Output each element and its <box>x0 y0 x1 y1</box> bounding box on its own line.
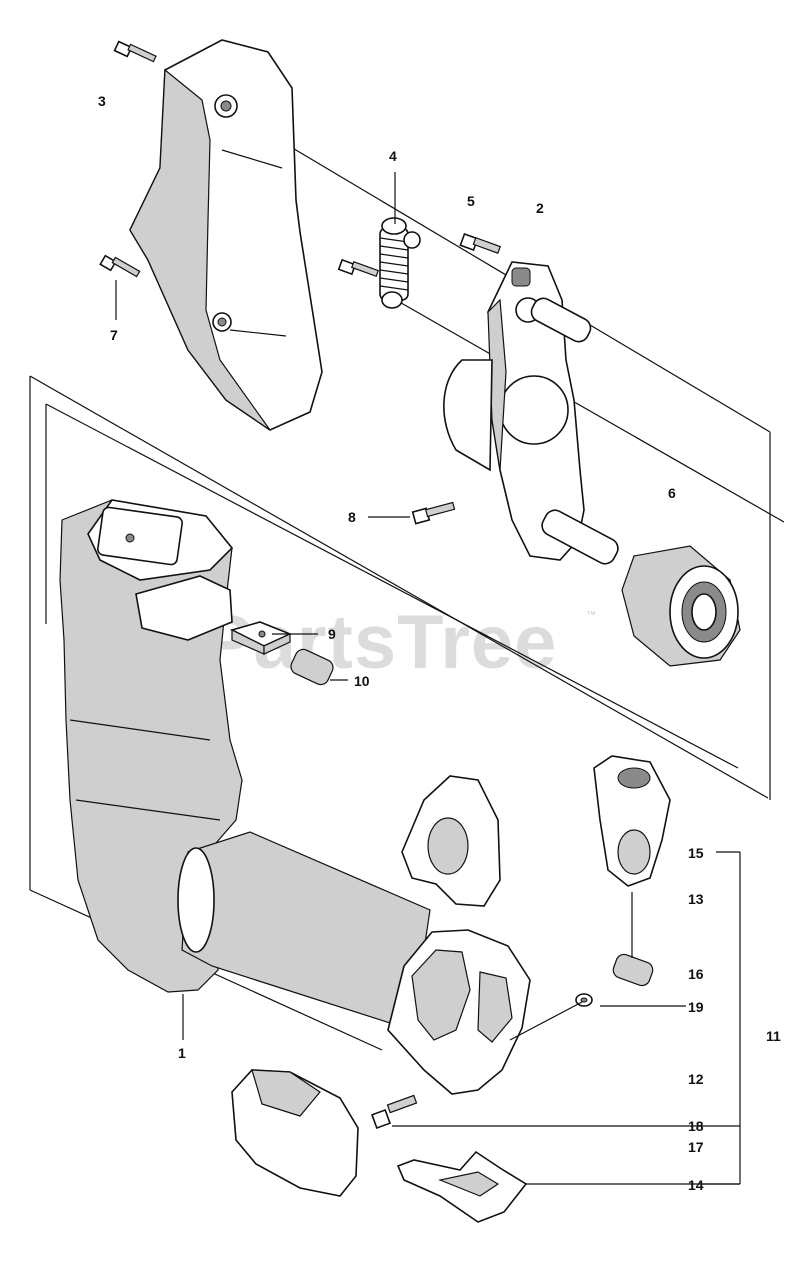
lever-part-2 <box>443 261 619 565</box>
screw-part-8 <box>411 501 456 525</box>
spring-part-4 <box>379 217 421 309</box>
label-15: 15 <box>688 845 704 861</box>
label-1: 1 <box>178 1045 186 1061</box>
nut-part-9 <box>229 621 293 655</box>
screw-part-18 <box>371 1094 418 1129</box>
label-3: 3 <box>98 93 106 109</box>
label-9: 9 <box>328 626 336 642</box>
label-8: 8 <box>348 509 356 525</box>
collar-part-6 <box>621 545 741 667</box>
screw-part-4-side <box>337 258 380 278</box>
clamp-lower-bracket <box>387 929 531 1095</box>
label-19: 19 <box>688 999 704 1015</box>
callout-labels: 3 4 5 2 7 6 8 9 10 15 13 16 19 1 11 12 1… <box>98 93 781 1193</box>
leader-lines <box>115 172 741 1185</box>
label-16: 16 <box>688 966 704 982</box>
screw-part-5 <box>459 232 502 254</box>
sleeve-part-10 <box>290 648 334 686</box>
upper-handle-cover <box>129 39 323 431</box>
watermark-trademark: ™ <box>586 610 596 621</box>
label-11: 11 <box>766 1028 781 1044</box>
label-18: 18 <box>688 1118 704 1134</box>
screw-part-3 <box>113 40 157 63</box>
label-2: 2 <box>536 200 544 216</box>
label-6: 6 <box>668 485 676 501</box>
label-4: 4 <box>389 148 397 164</box>
label-5: 5 <box>467 193 475 209</box>
label-10: 10 <box>354 673 370 689</box>
label-7: 7 <box>110 327 118 343</box>
clamp-upper-left <box>401 775 501 907</box>
grip-cover <box>231 1069 359 1197</box>
pin-part-16 <box>612 953 654 987</box>
label-12: 12 <box>688 1071 704 1087</box>
main-handle-part-1 <box>59 499 431 1031</box>
clamp-upper-right <box>593 755 671 887</box>
label-13: 13 <box>688 891 704 907</box>
label-14: 14 <box>688 1177 704 1193</box>
screw-part-7 <box>99 254 141 278</box>
clip-part-14 <box>396 1150 528 1223</box>
label-17: 17 <box>688 1139 704 1155</box>
